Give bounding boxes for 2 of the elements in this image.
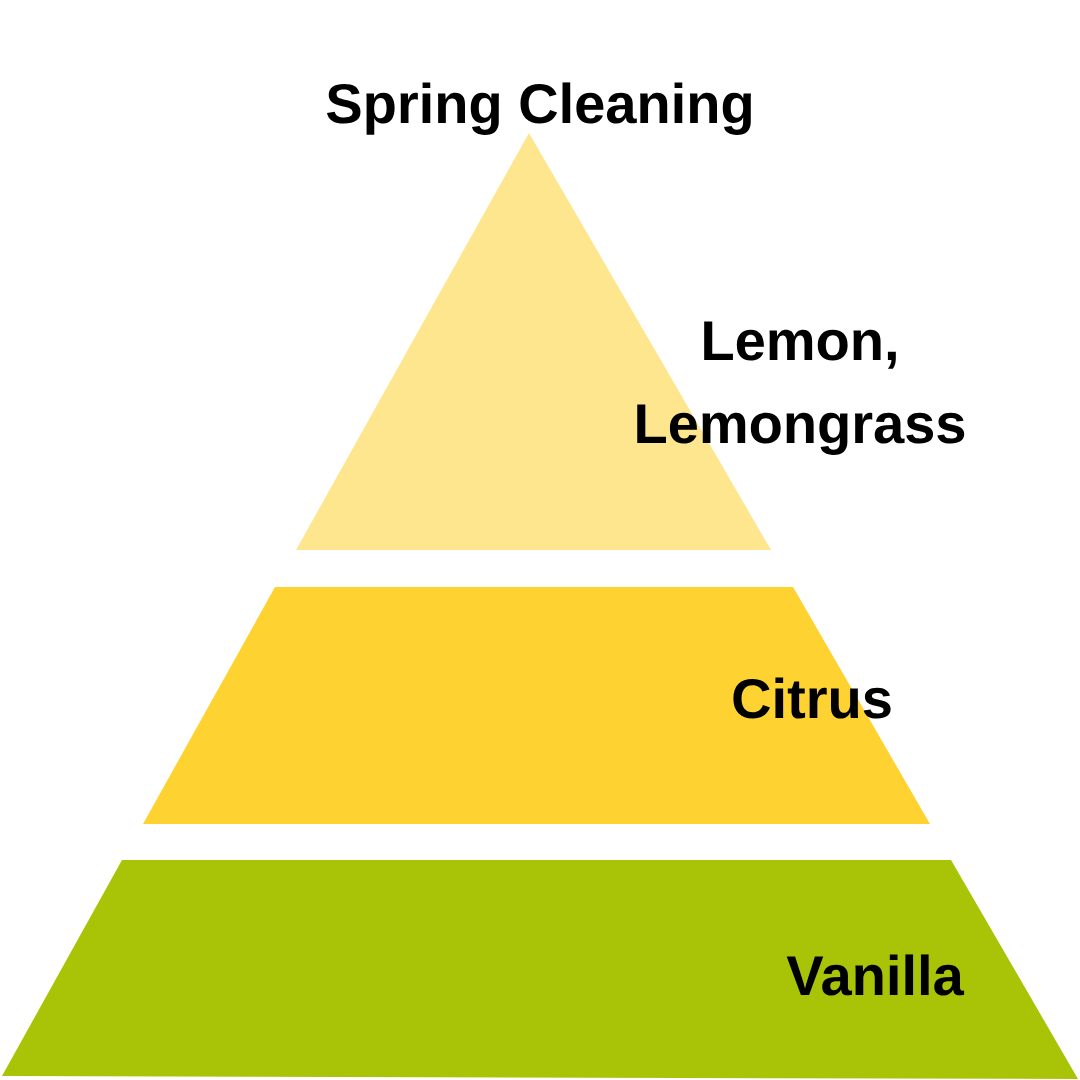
title: Spring Cleaning: [326, 82, 751, 135]
pyramid-tier: Vanilla: [2, 860, 1078, 1079]
